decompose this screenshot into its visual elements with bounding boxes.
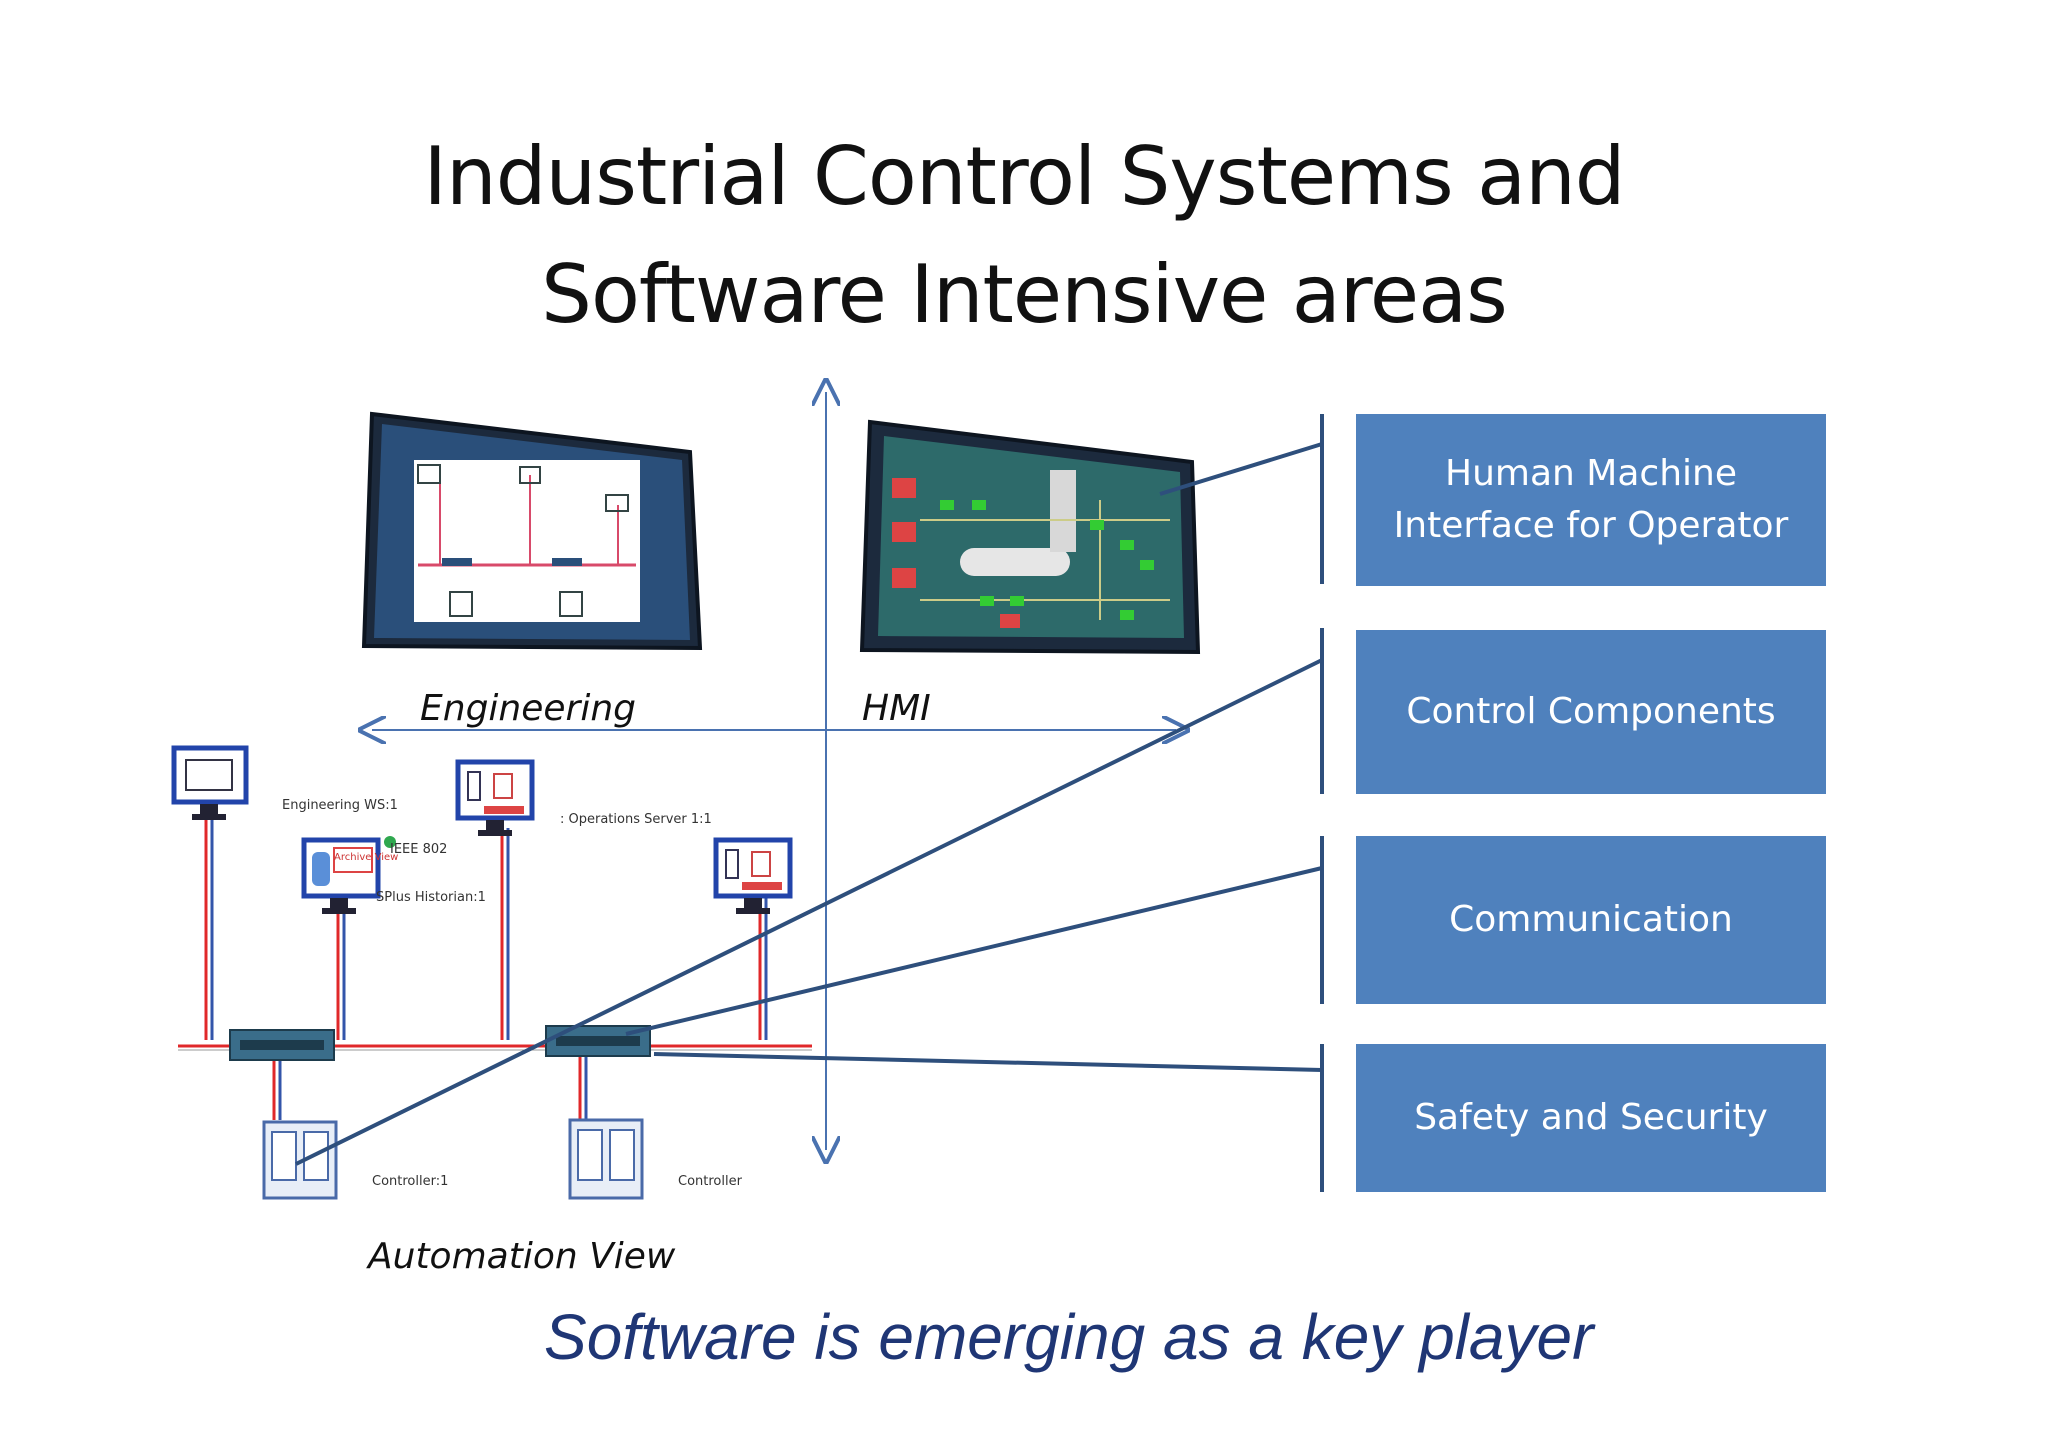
category-communication-label: Communication (1449, 899, 1733, 940)
controller-1-label: Controller:1 (372, 1174, 449, 1189)
slide-title: Industrial Control Systems and Software … (0, 118, 2048, 354)
category-hmi-line-2: Interface for Operator (1393, 505, 1789, 546)
category-control-components-label: Control Components (1406, 691, 1776, 732)
archive-label: Archive View (334, 852, 399, 863)
engineering-monitor (361, 411, 703, 651)
category-safety-security-label: Safety and Security (1414, 1097, 1768, 1138)
engineering-ws-label: Engineering WS:1 (282, 798, 398, 813)
historian-label: SPlus Historian:1 (376, 890, 486, 905)
network-diagram (171, 745, 812, 1200)
title-line-1: Industrial Control Systems and (423, 130, 1625, 223)
category-control-components-box: Control Components (1356, 630, 1826, 794)
category-hmi-line-1: Human Machine (1445, 453, 1737, 494)
engineering-label: Engineering (420, 688, 636, 729)
category-communication-box: Communication (1356, 836, 1826, 1004)
controller-2-label: Controller (678, 1174, 742, 1189)
title-line-2: Software Intensive areas (541, 248, 1508, 341)
connector-lines (295, 442, 1323, 1166)
hmi-label: HMI (862, 688, 931, 729)
hmi-monitor (859, 419, 1201, 655)
tagline: Software is emerging as a key player (544, 1301, 1594, 1373)
category-hmi-box: Human Machine Interface for Operator (1356, 414, 1826, 586)
ieee-label: IEEE 802 (390, 842, 448, 857)
category-safety-security-box: Safety and Security (1356, 1044, 1826, 1192)
automation-view-label: Automation View (368, 1236, 676, 1277)
operations-server-label: : Operations Server 1:1 (560, 812, 712, 827)
